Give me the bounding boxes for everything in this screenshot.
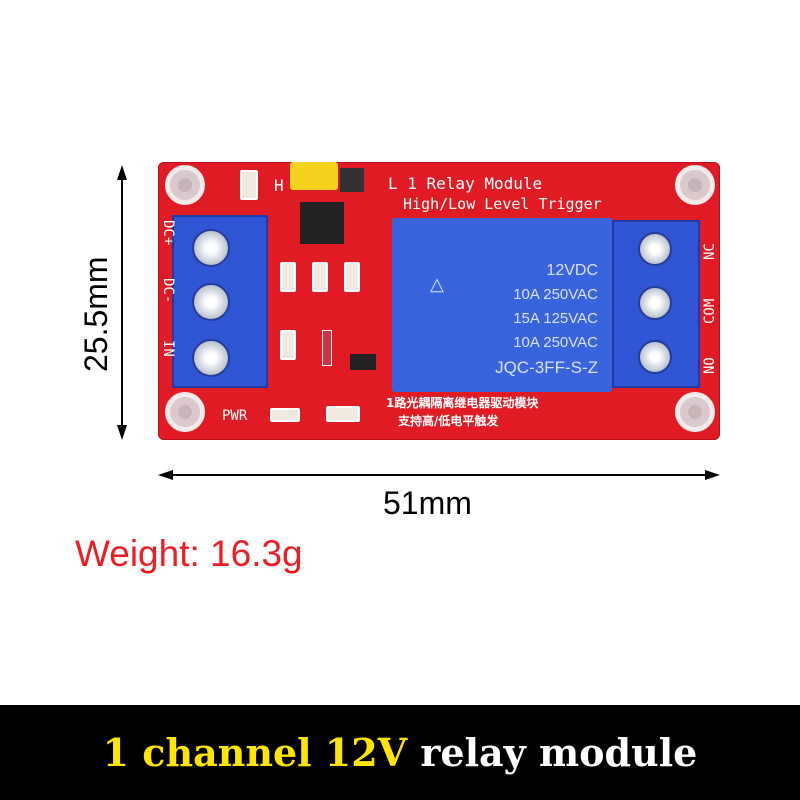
- resistor: [240, 170, 258, 200]
- title-banner: 1 channel 12V relay module: [0, 705, 800, 800]
- pwr-label: PWR: [222, 408, 248, 424]
- board-title: L 1 Relay Module: [388, 174, 543, 193]
- width-dimension-label: 51mm: [383, 485, 472, 521]
- mounting-hole: [165, 392, 205, 432]
- resistor: [280, 330, 296, 360]
- terminal-screw[interactable]: [638, 286, 672, 320]
- terminal-screw[interactable]: [192, 339, 230, 377]
- terminal-label-com: COM: [702, 298, 718, 324]
- relay-module-board: H L 1 Relay Module High/Low Level Trigge…: [158, 162, 720, 440]
- jumper-cap: [290, 162, 338, 190]
- optocoupler-chip: [300, 202, 344, 244]
- terminal-screw[interactable]: [638, 232, 672, 266]
- pwr-led: [270, 408, 300, 422]
- height-dimension-label: 25.5mm: [78, 256, 114, 372]
- weight-label: Weight: 16.3g: [75, 533, 303, 574]
- terminal-screw[interactable]: [192, 283, 230, 321]
- terminal-label-no: NO: [702, 357, 718, 374]
- jumper-label: H: [274, 176, 284, 195]
- chinese-description-2: 支持高/低电平触发: [398, 414, 499, 428]
- resistor: [312, 262, 328, 292]
- warning-triangle-icon: △: [430, 274, 444, 294]
- relay-model: JQC-3FF-S-Z: [495, 358, 598, 377]
- jumper-pin: [340, 168, 364, 192]
- relay-rating-3: 10A 250VAC: [513, 334, 598, 351]
- led: [280, 262, 296, 292]
- terminal-label-nc: NC: [702, 243, 718, 260]
- mounting-hole: [675, 392, 715, 432]
- chinese-description-1: 1路光耦隔离继电器驱动模块: [386, 396, 539, 410]
- relay-component: 12VDC △ 10A 250VAC 15A 125VAC 10A 250VAC…: [392, 218, 612, 392]
- banner-highlight: 1 channel 12V: [102, 730, 408, 775]
- relay-rating-1: 10A 250VAC: [513, 286, 598, 303]
- output-terminal-block: [612, 220, 700, 388]
- board-subtitle: High/Low Level Trigger: [403, 195, 602, 213]
- transistor: [350, 354, 376, 370]
- terminal-screw[interactable]: [638, 340, 672, 374]
- mounting-hole: [165, 165, 205, 205]
- dimension-arrows: [117, 165, 720, 480]
- input-terminal-block: [172, 215, 268, 388]
- terminal-label-dc-minus: DC-: [160, 278, 176, 304]
- relay-voltage: 12VDC: [546, 262, 598, 279]
- relay-rating-2: 15A 125VAC: [513, 310, 598, 327]
- resistor: [326, 406, 360, 422]
- diode: [322, 330, 332, 366]
- terminal-label-in: IN: [160, 340, 176, 357]
- terminal-screw[interactable]: [192, 229, 230, 267]
- resistor: [344, 262, 360, 292]
- banner-text: relay module: [420, 730, 698, 775]
- terminal-label-dc-plus: DC+: [160, 220, 176, 246]
- mounting-hole: [675, 165, 715, 205]
